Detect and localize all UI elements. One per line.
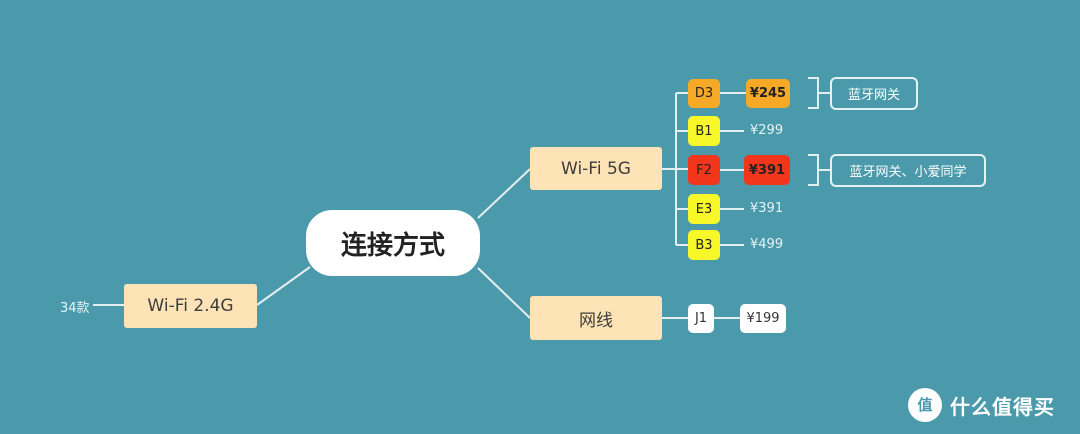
- svg-text:值: 值: [917, 396, 932, 414]
- price-box-d3: ¥245: [746, 79, 790, 108]
- connector-wifi5-tree: [662, 92, 688, 246]
- model-tag-f2: F2: [688, 155, 720, 185]
- model-tag-b3: B3: [688, 230, 720, 260]
- note-f2: 蓝牙网关、小爱同学: [830, 154, 986, 187]
- price-e3: ¥391: [750, 201, 784, 216]
- model-tag-j1: J1: [688, 304, 714, 333]
- price-box-f2: ¥391: [744, 155, 790, 185]
- watermark-logo: 值 什么值得买: [908, 388, 1055, 422]
- connector-wifi24: [256, 266, 311, 306]
- watermark-text: 什么值得买: [950, 394, 1055, 419]
- price-b1: ¥299: [750, 123, 784, 138]
- center-node: 连接方式: [306, 210, 480, 276]
- connector-wired: [477, 267, 531, 319]
- bracket-d3: [808, 77, 830, 109]
- count-label: 34款: [60, 301, 90, 316]
- bracket-f2: [808, 154, 830, 186]
- price-box-j1: ¥199: [740, 304, 786, 333]
- branch-wifi-24g: Wi-Fi 2.4G: [124, 284, 257, 328]
- model-tag-d3: D3: [688, 79, 720, 108]
- price-b3: ¥499: [750, 237, 784, 252]
- branch-wired: 网线: [530, 296, 662, 340]
- connector-wifi5: [477, 168, 531, 219]
- note-d3: 蓝牙网关: [830, 77, 918, 110]
- model-tag-b1: B1: [688, 116, 720, 146]
- branch-wifi-5g: Wi-Fi 5G: [530, 147, 662, 190]
- model-tag-e3: E3: [688, 194, 720, 224]
- logo-icon: 值: [908, 388, 942, 422]
